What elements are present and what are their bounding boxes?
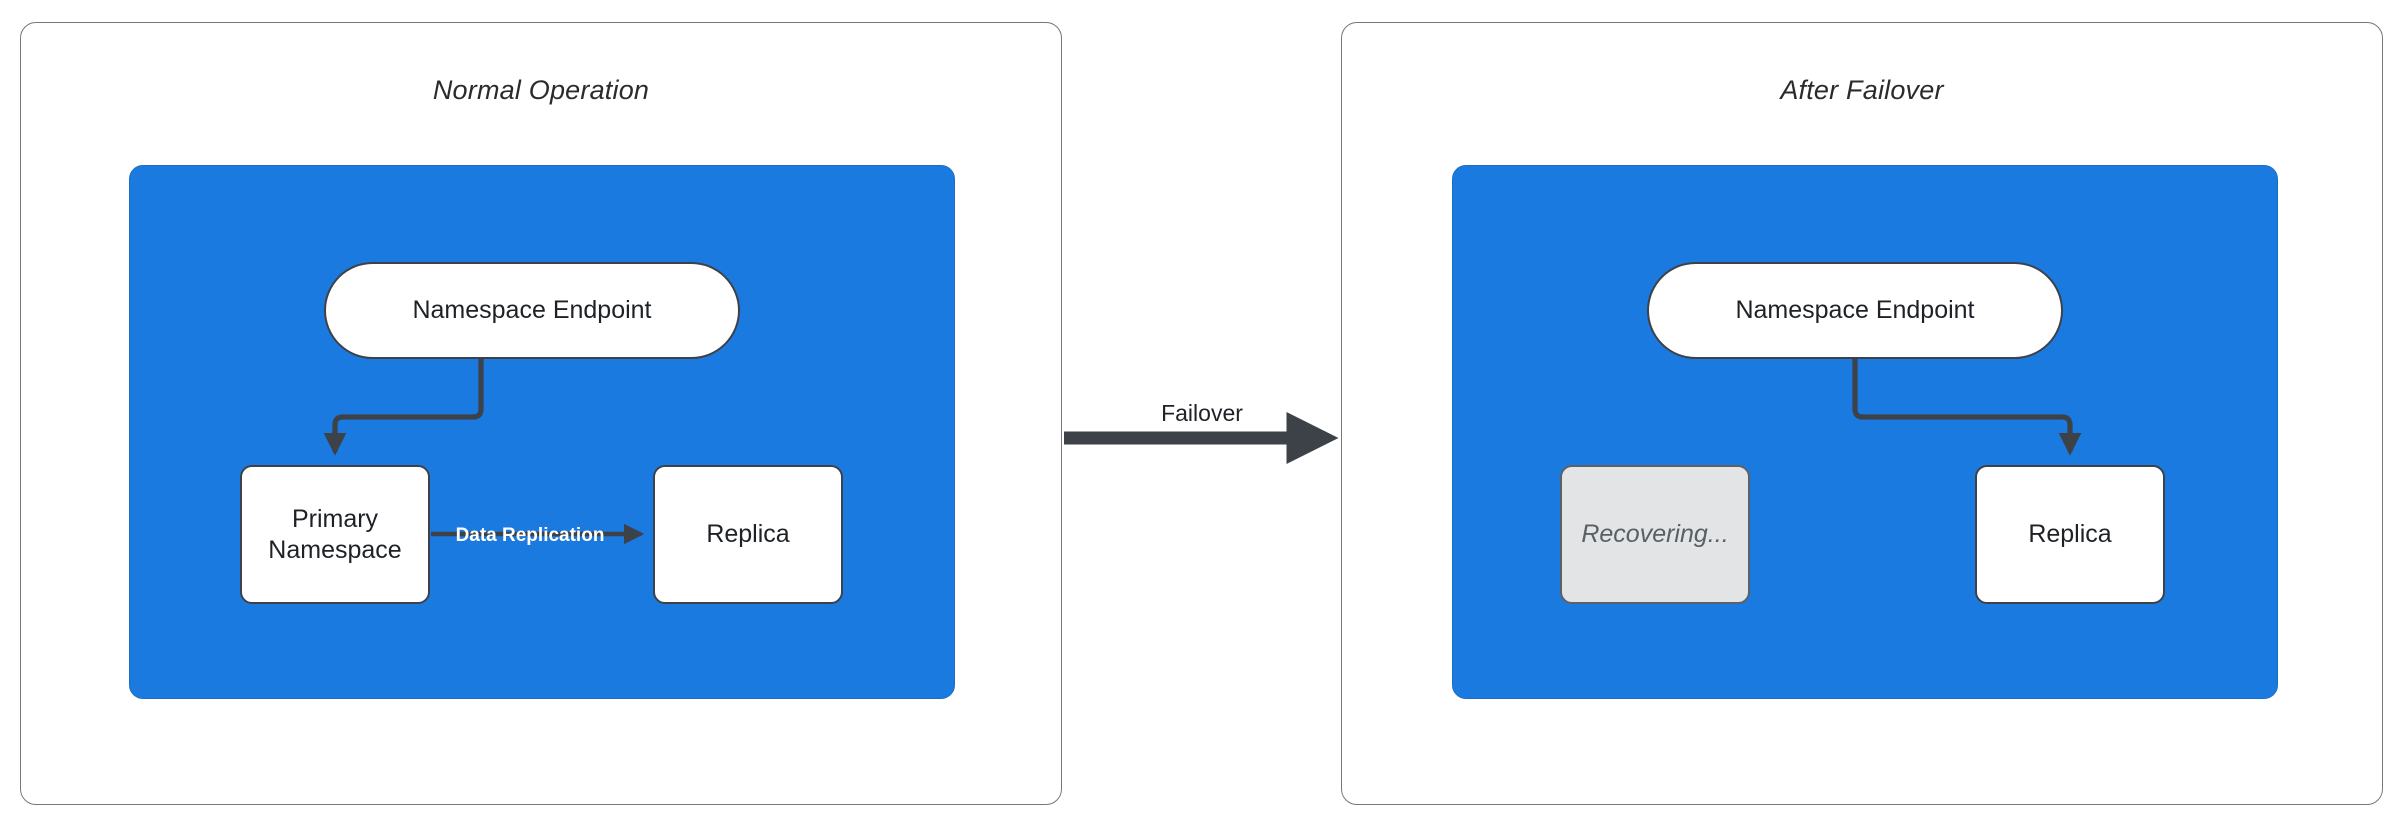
node-namespace-endpoint-left[interactable]: Namespace Endpoint xyxy=(324,262,740,359)
node-label-line-2: Namespace xyxy=(268,535,402,564)
node-namespace-endpoint-right[interactable]: Namespace Endpoint xyxy=(1647,262,2063,359)
node-label: Replica xyxy=(2028,520,2112,549)
panel-title-normal-operation: Normal Operation xyxy=(432,75,650,105)
node-label: Primary Namespace xyxy=(268,504,401,565)
node-label: Replica xyxy=(706,520,790,549)
node-label: Namespace Endpoint xyxy=(412,296,652,325)
node-recovering[interactable]: Recovering... xyxy=(1560,465,1750,604)
node-replica-left[interactable]: Replica xyxy=(653,465,843,604)
connector-endpoint-to-replica xyxy=(1852,359,2082,456)
node-label: Recovering... xyxy=(1581,520,1729,549)
node-replica-right[interactable]: Replica xyxy=(1975,465,2165,604)
panel-normal-operation: Normal Operation xyxy=(20,22,1062,805)
connector-endpoint-to-primary xyxy=(323,359,484,456)
panel-title-after-failover: After Failover xyxy=(1780,75,1944,105)
node-label: Namespace Endpoint xyxy=(1735,296,1975,325)
panel-after-failover: After Failover xyxy=(1341,22,2383,805)
blue-region-normal-operation xyxy=(129,165,955,699)
node-primary-namespace[interactable]: Primary Namespace xyxy=(240,465,430,604)
edge-label-data-replication: Data Replication xyxy=(455,525,605,546)
node-label-line-1: Primary xyxy=(291,505,379,533)
transition-label-failover: Failover xyxy=(1161,400,1243,426)
blue-region-after-failover xyxy=(1452,165,2278,699)
